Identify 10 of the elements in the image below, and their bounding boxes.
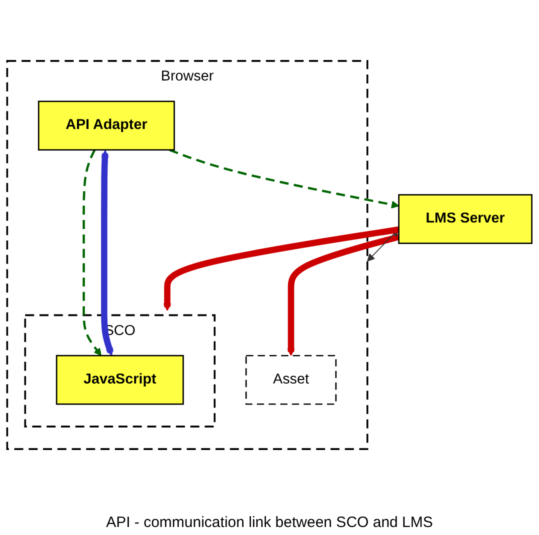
arrow <box>169 148 400 208</box>
node-box: Asset <box>245 354 337 405</box>
node-box: API Adapter <box>38 100 175 151</box>
annotation-text: API - communication link between SCO and LMS <box>106 514 433 531</box>
arrow <box>163 226 400 312</box>
node-box: LMS Server <box>398 194 532 244</box>
arrow <box>287 234 400 356</box>
node-box: JavaScript <box>56 354 184 405</box>
arrow <box>82 149 102 356</box>
arrow <box>100 150 114 356</box>
